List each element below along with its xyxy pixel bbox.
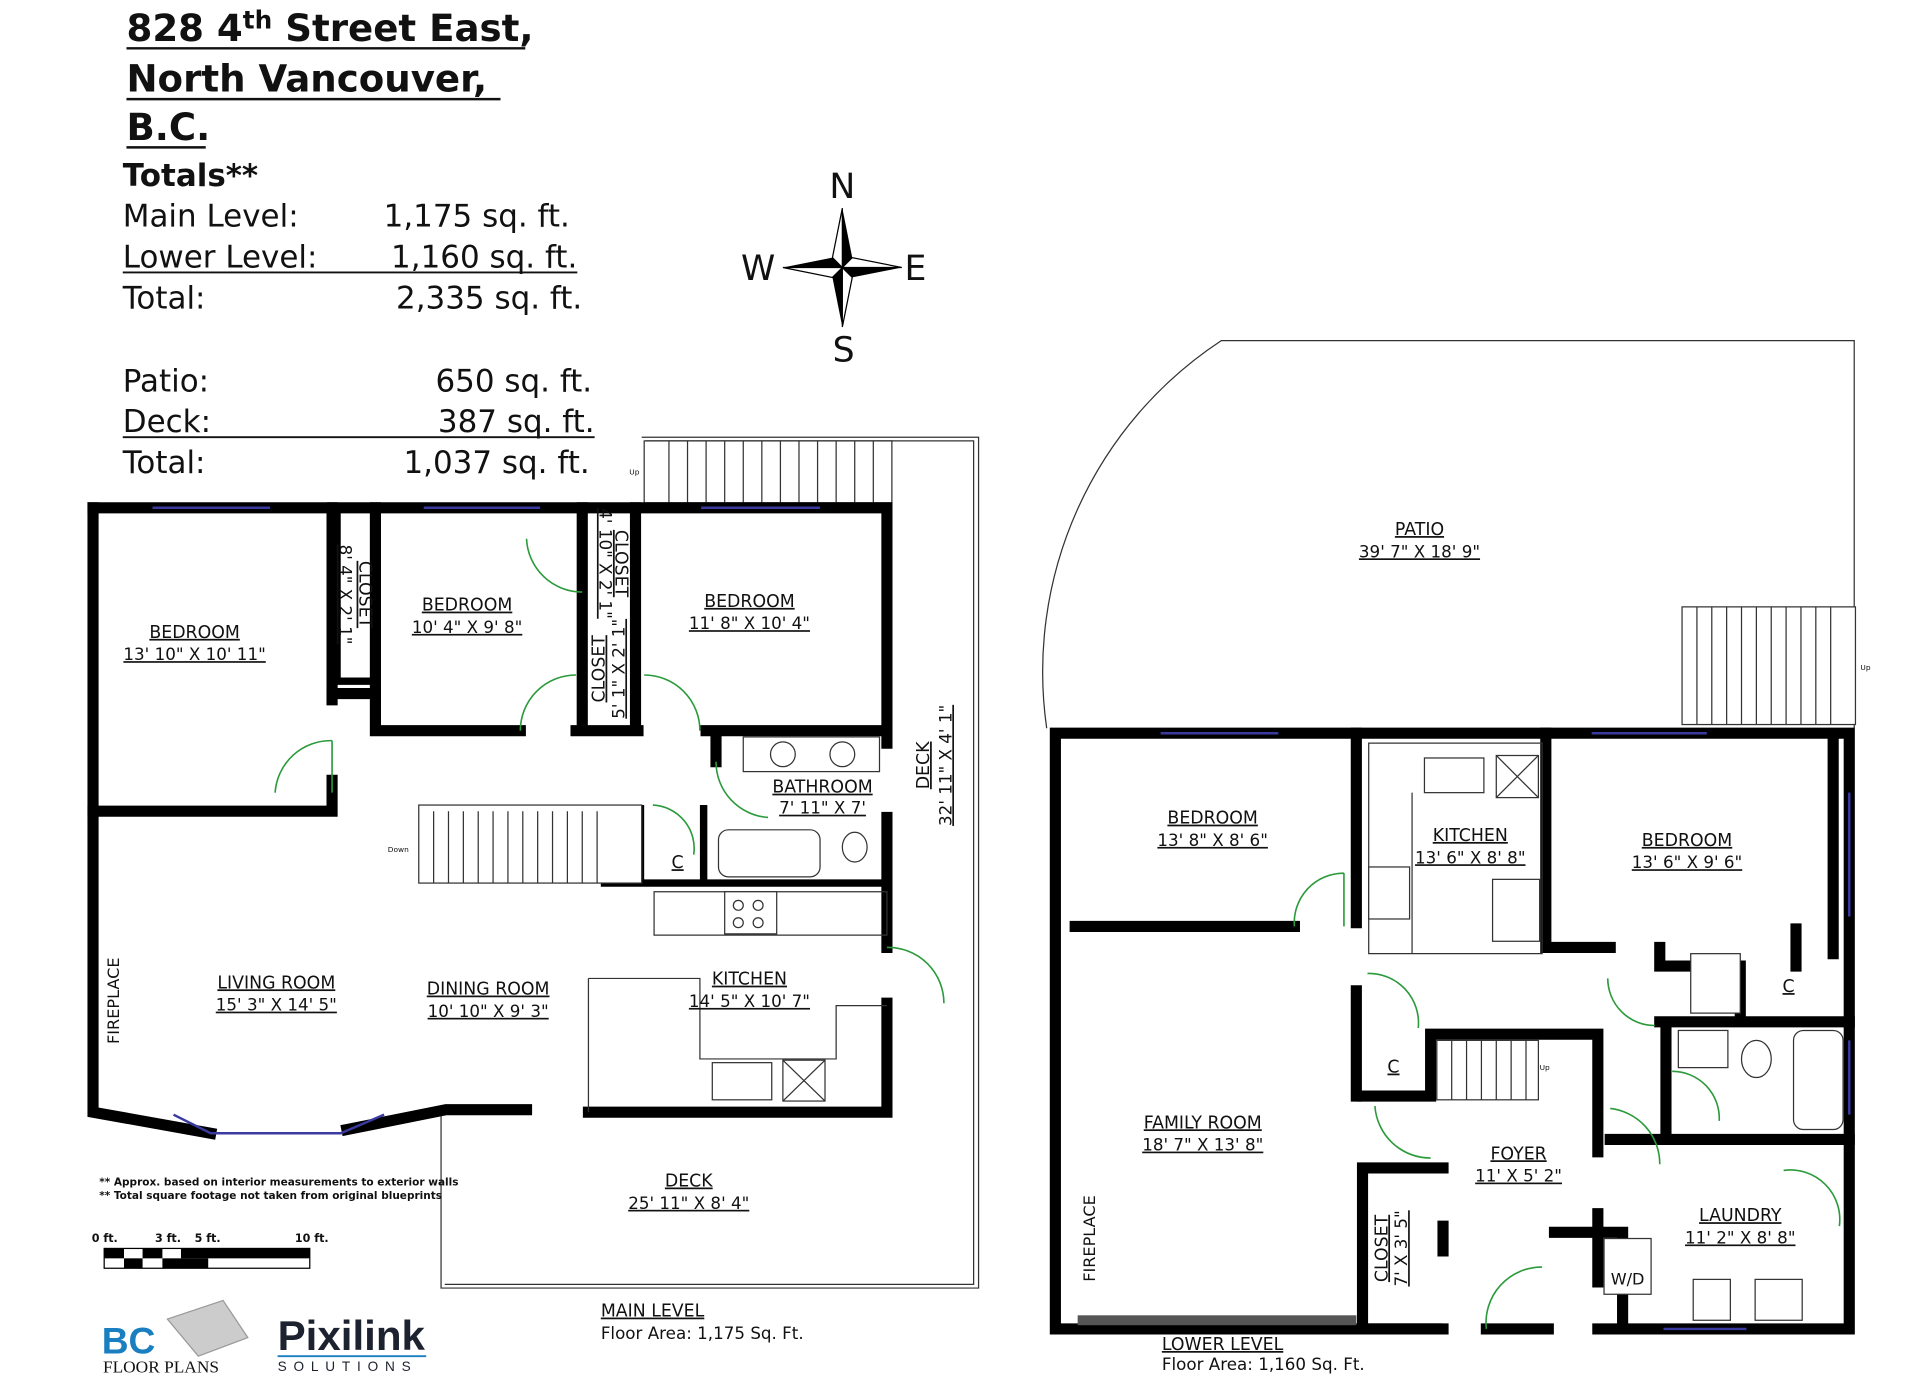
svg-text:KITCHEN: KITCHEN [712,970,787,990]
svg-text:S: S [833,331,855,371]
svg-text:11' X 5' 2": 11' X 5' 2" [1475,1166,1562,1186]
svg-text:15' 3" X 14' 5": 15' 3" X 14' 5" [216,995,337,1015]
svg-text:FIREPLACE: FIREPLACE [1080,1195,1099,1282]
svg-text:1,175 sq. ft.: 1,175 sq. ft. [384,199,570,235]
svg-text:CLOSET: CLOSET [611,530,631,598]
svg-text:Up: Up [1860,663,1870,672]
svg-text:8' 4" X 2' 1": 8' 4" X 2' 1" [335,545,355,645]
svg-text:Total:: Total: [122,280,206,316]
svg-text:4' 10" X 2' 1": 4' 10" X 2' 1" [596,508,616,618]
svg-text:2,335 sq. ft.: 2,335 sq. ft. [396,280,582,316]
svg-text:CLOSET: CLOSET [354,561,374,629]
svg-text:Deck:: Deck: [123,404,211,440]
svg-text:11' 8" X 10' 4": 11' 8" X 10' 4" [689,613,810,633]
svg-text:SOLUTIONS: SOLUTIONS [278,1359,418,1374]
svg-text:LIVING ROOM: LIVING ROOM [217,973,335,993]
svg-text:W: W [741,249,775,289]
svg-text:BEDROOM: BEDROOM [149,623,239,643]
svg-text:Totals**: Totals** [123,158,258,194]
svg-text:CLOSET: CLOSET [590,635,610,703]
totals-table: Totals** Main Level: 1,175 sq. ft. Lower … [122,158,595,481]
svg-text:PATIO: PATIO [1395,520,1444,540]
svg-text:BEDROOM: BEDROOM [1167,809,1257,829]
svg-text:39' 7" X 18' 9": 39' 7" X 18' 9" [1359,541,1480,561]
svg-text:BEDROOM: BEDROOM [704,592,794,612]
svg-text:7' 11" X 7': 7' 11" X 7' [779,798,866,818]
svg-text:32' 11" X 4' 1": 32' 11" X 4' 1" [935,705,955,826]
svg-text:C: C [1783,977,1795,997]
svg-text:13' 6" X 9' 6": 13' 6" X 9' 6" [1632,852,1742,872]
svg-text:Total:: Total: [122,445,206,481]
svg-text:DECK: DECK [665,1172,713,1192]
svg-text:14' 5" X 10' 7": 14' 5" X 10' 7" [689,991,810,1011]
svg-text:North Vancouver,: North Vancouver, [126,58,487,101]
svg-text:828 4th Street East,: 828 4th Street East, [126,5,533,49]
svg-text:1,160 sq. ft.: 1,160 sq. ft. [391,240,577,276]
svg-text:KITCHEN: KITCHEN [1433,826,1508,846]
svg-text:0 ft.: 0 ft. [92,1232,118,1245]
svg-text:BEDROOM: BEDROOM [1642,831,1732,851]
svg-text:** Total square footage not ta: ** Total square footage not taken from o… [99,1190,442,1202]
svg-text:7' X 3' 5": 7' X 3' 5" [1391,1210,1411,1286]
svg-text:Main Level:: Main Level: [123,199,299,235]
svg-text:N: N [829,167,855,207]
svg-text:387 sq. ft.: 387 sq. ft. [438,404,595,440]
svg-text:FIREPLACE: FIREPLACE [104,957,123,1044]
svg-text:B.C.: B.C. [126,106,210,149]
svg-text:25' 11" X 8' 4": 25' 11" X 8' 4" [628,1193,749,1213]
pixilink-logo: Pixilink SOLUTIONS [277,1312,427,1374]
svg-text:Pixilink: Pixilink [278,1312,426,1359]
svg-text:1,037 sq. ft.: 1,037 sq. ft. [403,445,589,481]
svg-text:13' 8" X 8' 6": 13' 8" X 8' 6" [1157,830,1267,850]
svg-text:C: C [672,853,684,873]
svg-text:Floor Area: 1,160 Sq. Ft.: Floor Area: 1,160 Sq. Ft. [1162,1354,1365,1374]
svg-text:10' 4" X 9' 8": 10' 4" X 9' 8" [412,617,522,637]
svg-text:Up: Up [629,467,639,476]
svg-text:E: E [904,249,926,289]
svg-text:FOYER: FOYER [1490,1144,1546,1164]
scale-bar: 0 ft. 3 ft. 5 ft. 10 ft. [92,1232,329,1269]
bc-floor-plans-logo: BC FLOOR PLANS [102,1299,249,1376]
svg-text:10' 10" X 9' 3": 10' 10" X 9' 3" [428,1001,549,1021]
svg-text:LAUNDRY: LAUNDRY [1699,1206,1782,1226]
svg-text:DECK: DECK [914,741,934,789]
svg-text:CLOSET: CLOSET [1372,1214,1392,1282]
svg-text:5' 1" X 2' 1": 5' 1" X 2' 1" [608,619,628,719]
svg-text:18' 7" X 13' 8": 18' 7" X 13' 8" [1142,1135,1263,1155]
svg-text:LOWER LEVEL: LOWER LEVEL [1162,1335,1284,1355]
main-stairs-up: Up [629,440,893,504]
svg-text:W/D: W/D [1611,1269,1645,1288]
lower-stairs-up: Up [1681,606,1871,726]
svg-text:DINING ROOM: DINING ROOM [427,980,550,1000]
svg-text:BEDROOM: BEDROOM [422,596,512,616]
svg-text:10 ft.: 10 ft. [295,1232,329,1245]
svg-text:11' 2" X 8' 8": 11' 2" X 8' 8" [1685,1227,1795,1247]
svg-text:5 ft.: 5 ft. [195,1232,221,1245]
svg-text:** Approx. based on interior m: ** Approx. based on interior measurement… [99,1176,458,1188]
svg-text:Down: Down [388,845,409,854]
svg-text:BATHROOM: BATHROOM [772,778,872,798]
svg-text:Floor Area: 1,175 Sq. Ft.: Floor Area: 1,175 Sq. Ft. [601,1323,804,1343]
svg-text:FLOOR PLANS: FLOOR PLANS [103,1357,219,1376]
address: 828 4th Street East, North Vancouver, B.… [126,5,533,149]
svg-text:3 ft.: 3 ft. [155,1232,181,1245]
svg-text:FAMILY ROOM: FAMILY ROOM [1144,1113,1262,1133]
svg-text:13' 10" X 10' 11": 13' 10" X 10' 11" [123,644,265,664]
svg-text:BC: BC [102,1320,156,1362]
svg-text:Patio:: Patio: [123,363,209,399]
compass-rose-icon: N S W E [741,167,926,370]
svg-text:Up: Up [1540,1063,1550,1072]
svg-text:C: C [1387,1058,1399,1078]
svg-text:650 sq. ft.: 650 sq. ft. [435,363,592,399]
footnotes: ** Approx. based on interior measurement… [99,1176,458,1202]
svg-text:13' 6" X 8' 8": 13' 6" X 8' 8" [1415,847,1525,867]
svg-text:MAIN LEVEL: MAIN LEVEL [601,1302,705,1322]
svg-text:Lower Level:: Lower Level: [123,240,318,276]
